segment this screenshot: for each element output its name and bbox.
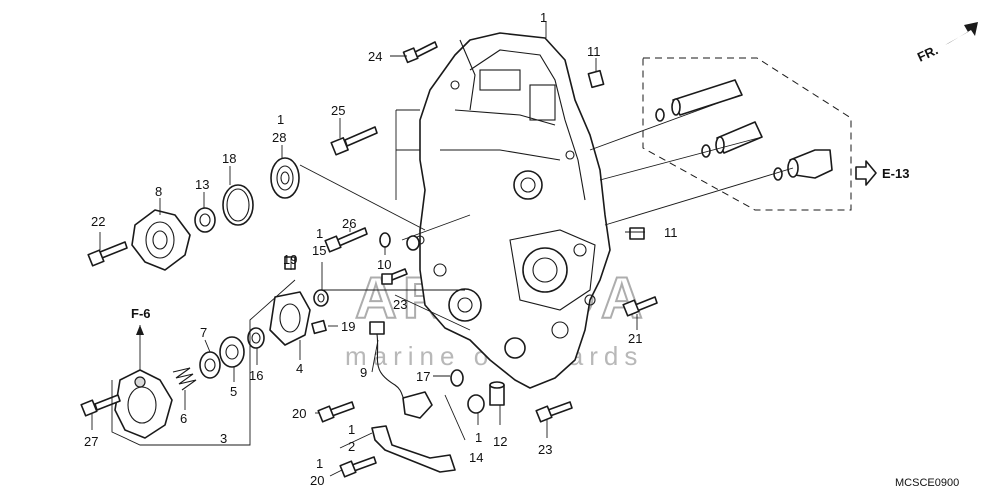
pin-11-lower (629, 227, 645, 240)
callout-6: 6 (180, 411, 187, 426)
leader-lines (91, 22, 645, 477)
callout-19: 19 (283, 252, 297, 267)
callout-15: 15 (312, 243, 326, 258)
f6-reference: F-6 (131, 306, 151, 335)
spring-6 (172, 367, 197, 391)
plug-14 (467, 394, 485, 414)
callout-14: 14 (469, 450, 483, 465)
callout-18: 18 (222, 151, 236, 166)
callout-25: 25 (331, 103, 345, 118)
pin-11-upper (587, 69, 605, 89)
oil-seal-13 (194, 207, 216, 233)
callout-11: 11 (587, 44, 601, 59)
callout-8: 8 (155, 184, 162, 199)
bolt-21 (622, 296, 658, 317)
diagram-code: MCSCE0900 (895, 477, 959, 489)
callout-17: 17 (416, 369, 430, 384)
bolt-27 (80, 394, 121, 417)
callout-1: 1 (475, 430, 482, 445)
callout-5: 5 (230, 384, 237, 399)
o-ring-18 (222, 184, 254, 226)
bolt-24 (402, 41, 438, 64)
callout-27: 27 (84, 434, 98, 449)
callout-1: 1 (316, 226, 323, 241)
callout-11: 11 (664, 225, 678, 240)
callout-4: 4 (296, 361, 303, 376)
callout-24: 24 (368, 49, 382, 64)
bolt-22 (87, 241, 128, 267)
pin-19-lower (311, 319, 327, 335)
front-direction-arrow: FR. (915, 22, 978, 65)
callout-19: 19 (341, 319, 355, 334)
callout-9: 9 (360, 365, 367, 380)
seal-15 (313, 289, 329, 307)
e13-arrow: E-13 (855, 160, 909, 186)
sensor-plug (773, 149, 833, 181)
callout-16: 16 (249, 368, 263, 383)
callout-labels: 1 24 11 25 1 28 18 13 8 22 1 26 15 19 10… (84, 10, 678, 488)
washer-16 (247, 327, 265, 349)
callout-12: 12 (493, 434, 507, 449)
bolt-26 (324, 227, 368, 253)
bearing-7 (199, 351, 221, 379)
callout-1: 1 (277, 112, 284, 127)
rear-case-cover (415, 32, 611, 389)
e13-reference-group (589, 57, 852, 226)
callout-10: 10 (377, 257, 391, 272)
callout-13: 13 (195, 177, 209, 192)
callout-28: 28 (272, 130, 286, 145)
callout-20: 20 (292, 406, 306, 421)
callout-23: 23 (393, 297, 407, 312)
bolt-25 (330, 126, 378, 156)
sensor-9 (369, 321, 433, 419)
front-direction-label: FR. (915, 42, 940, 64)
callout-3: 3 (220, 431, 227, 446)
callout-22: 22 (91, 214, 105, 229)
bolt-20-upper (317, 401, 355, 423)
bolt-20-lower (339, 456, 377, 478)
pump-housing-3 (114, 369, 173, 439)
gasket-4 (269, 291, 311, 346)
bolt-23-upper (381, 268, 408, 285)
pin-19-upper (284, 256, 296, 270)
callout-21: 21 (628, 331, 642, 346)
callout-23: 23 (538, 442, 552, 457)
bearing-28 (270, 157, 300, 199)
cover-8 (131, 209, 191, 271)
f6-label: F-6 (131, 306, 151, 321)
impeller-5 (219, 336, 245, 368)
callout-2: 2 (348, 439, 355, 454)
callout-1: 1 (316, 456, 323, 471)
callout-26: 26 (342, 216, 356, 231)
callout-1: 1 (348, 422, 355, 437)
plug-12 (489, 381, 505, 406)
shaft-upper (655, 79, 743, 122)
bolt-23-lower (535, 401, 573, 423)
o-ring-17 (450, 369, 464, 387)
callout-1: 1 (540, 10, 547, 25)
callout-7: 7 (200, 325, 207, 340)
callout-20: 20 (310, 473, 324, 488)
e13-label: E-13 (882, 166, 909, 181)
bracket-2 (371, 425, 456, 473)
